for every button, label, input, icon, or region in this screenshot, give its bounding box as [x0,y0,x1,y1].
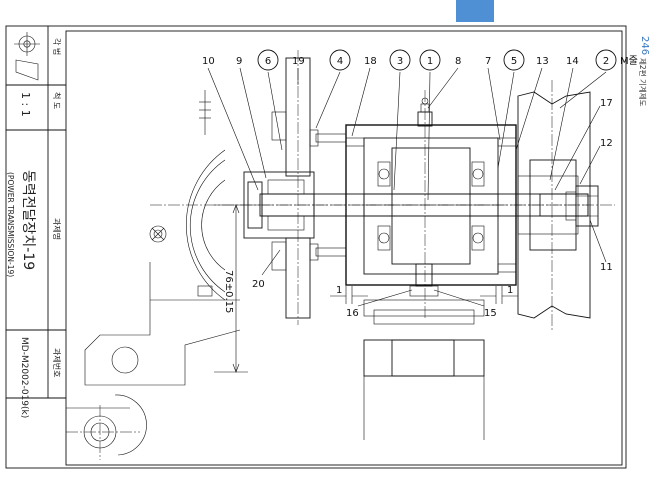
page-number: 246 [639,36,650,55]
svg-text:5: 5 [511,56,517,67]
title-korean: 동력전달장치-19 [20,170,36,270]
projection-symbol-icon [14,32,40,81]
page-tab [456,0,494,22]
assignment-label: 과제명 [52,218,62,240]
svg-text:6: 6 [265,56,271,67]
label-14: 14 [566,56,579,67]
scale-value: 1 : 1 [19,92,32,117]
label-20: 20 [252,279,265,290]
title-block: 각 법 1 : 1 척 도 동력전달장치-19 (POWER TRANSMISS… [6,26,66,418]
label-16: 16 [346,308,359,319]
label-11: 11 [600,262,613,273]
label-18: 18 [364,56,377,67]
set-screw-circle [149,225,167,243]
label-12: 12 [600,138,613,149]
gap-dimension-right-value: 1 [507,285,513,296]
label-8: 8 [455,56,461,67]
cover-bolts [345,137,517,273]
side-view [66,90,241,460]
label-13: 13 [536,56,549,67]
drawing-border [65,30,623,466]
chapter-title: 제2편 기계제도 [638,58,648,107]
height-dimension [214,204,260,373]
scale-label: 척 도 [52,92,61,109]
title-english: (POWER TRANSMISSION-19) [6,172,15,277]
bearing-housing [345,124,517,286]
gap-dimension-left-value: 1 [336,285,342,296]
gap-dimension-right [480,286,518,304]
label-9: 9 [236,56,242,67]
balloon-6: 6 [257,49,279,71]
leader-lines [207,67,607,307]
balloon-5: 5 [503,49,525,71]
balloon-1: 1 [419,49,441,71]
height-dimension-value: 76±0.15 [223,270,234,313]
v-pulley [517,80,591,330]
lower-gear-section [363,299,485,440]
balloon-3: 3 [389,49,411,71]
projection-label: 각 법 [52,38,62,55]
pulley-nut [565,185,599,227]
svg-text:2: 2 [603,56,609,67]
svg-text:4: 4 [337,56,343,67]
number-label: 과제번호 [52,348,61,377]
label-10: 10 [202,56,215,67]
balloon-4: 4 [329,49,351,71]
label-15: 15 [484,308,497,319]
hub-bolts [309,129,347,261]
gap-dimension-left [330,286,368,304]
label-19: 19 [292,56,305,67]
outer-frame [5,25,627,469]
spur-gear [271,50,311,325]
label-7: 7 [485,56,491,67]
label-17: 17 [600,98,613,109]
balloon-2: 2 [595,49,617,71]
drawing-number: MD-M2002-019(k) [19,337,29,418]
drain-plug [409,263,439,297]
label-m-thread: M줄 [620,55,638,67]
svg-text:3: 3 [397,56,403,67]
svg-text:1: 1 [427,56,433,67]
